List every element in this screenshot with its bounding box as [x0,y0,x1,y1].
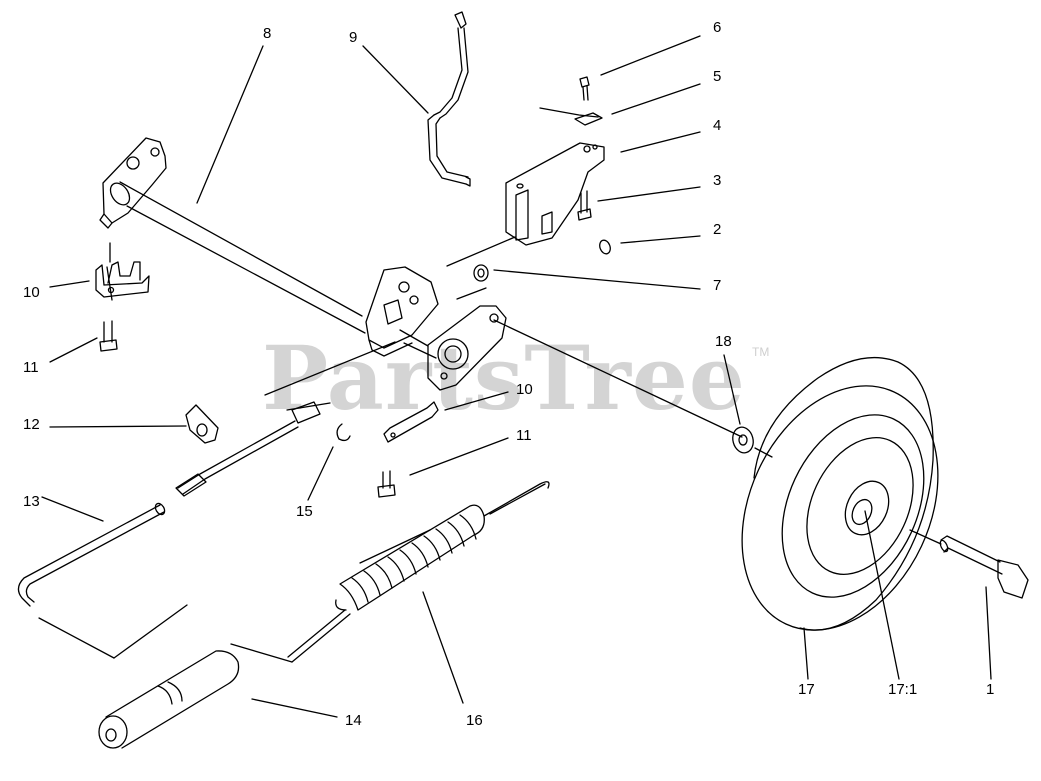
handle-rod-13 [17,502,166,607]
screw-3 [577,190,592,221]
clip-and-screw [539,76,603,126]
shoulder-bolt-1 [939,535,1029,599]
callout-9: 9 [349,29,358,46]
callout-17: 17 [798,681,815,698]
callout-12: 12 [23,416,40,433]
screw-11-right [377,470,396,498]
callout-18: 18 [715,333,732,350]
e-clip-15 [336,423,351,442]
callout-13: 13 [23,493,40,510]
watermark: PartsTree [262,326,746,430]
block-12 [185,404,219,444]
callout-8: 8 [263,25,272,42]
spring-16 [287,481,550,663]
callout-17-1: 17:1 [888,681,918,698]
washer-18 [732,426,754,454]
bearing-plate [427,305,507,391]
callout-3: 3 [713,172,722,189]
callout-11-left: 11 [23,359,39,376]
clip-bracket-10 [95,261,150,298]
callout-14: 14 [345,712,362,729]
adjust-bracket [505,142,605,246]
callout-15: 15 [296,503,313,520]
callout-7: 7 [713,277,722,294]
axle-tube [99,137,366,334]
callout-2: 2 [713,221,722,238]
linkage-rod [175,401,321,497]
leader-lines [38,35,992,718]
callout-11-right: 11 [516,427,532,444]
handle-grip-14 [98,650,240,749]
callout-10-left: 10 [23,284,40,301]
screw-11-left [99,320,118,352]
wheel-17 [741,356,939,631]
callout-16: 16 [466,712,483,729]
adjust-rod [427,11,471,187]
callout-1: 1 [986,681,995,698]
watermark-trademark: TM [752,345,770,359]
callout-5: 5 [713,68,722,85]
callout-10-right: 10 [516,381,533,398]
clip-10-right [383,401,439,443]
callout-6: 6 [713,19,722,36]
washer-2 [599,239,611,255]
center-housing [365,266,439,359]
bushing-7 [473,264,489,282]
callout-4: 4 [713,117,722,134]
